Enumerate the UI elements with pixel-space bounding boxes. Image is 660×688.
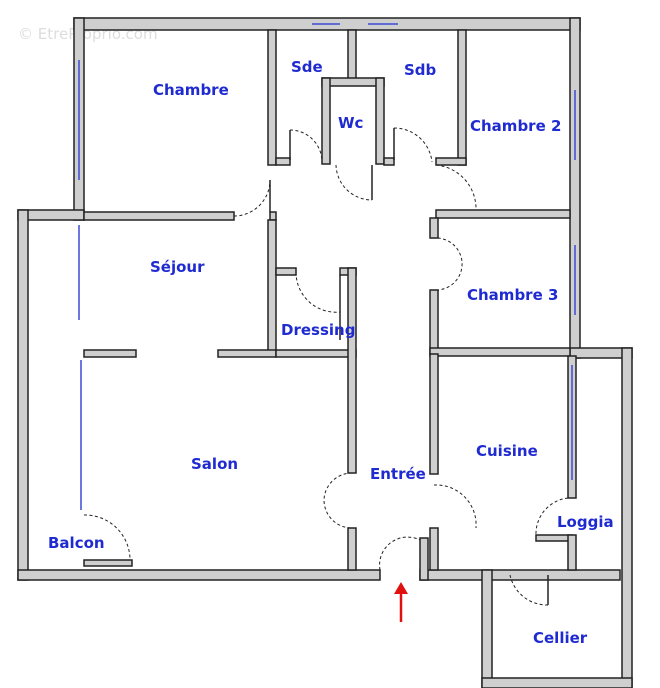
windows	[78, 23, 576, 510]
room-sde: Sde	[291, 58, 323, 76]
room-loggia: Loggia	[557, 513, 614, 531]
room-chambre-2: Chambre 2	[470, 117, 561, 135]
room-chambre-3: Chambre 3	[467, 286, 558, 304]
doors	[83, 127, 569, 606]
room-cuisine: Cuisine	[476, 442, 538, 460]
room-balcon: Balcon	[48, 534, 105, 552]
room-sdb: Sdb	[404, 61, 437, 79]
room-labels: Chambre Sde Sdb Wc Chambre 2 Séjour Dres…	[48, 58, 614, 647]
room-salon: Salon	[191, 455, 238, 473]
room-sejour: Séjour	[150, 258, 205, 276]
room-cellier: Cellier	[533, 629, 588, 647]
room-entree: Entrée	[370, 465, 426, 483]
room-wc: Wc	[338, 114, 363, 132]
room-dressing: Dressing	[281, 321, 355, 339]
room-chambre: Chambre	[153, 81, 229, 99]
entrance-arrow-icon	[394, 582, 408, 622]
